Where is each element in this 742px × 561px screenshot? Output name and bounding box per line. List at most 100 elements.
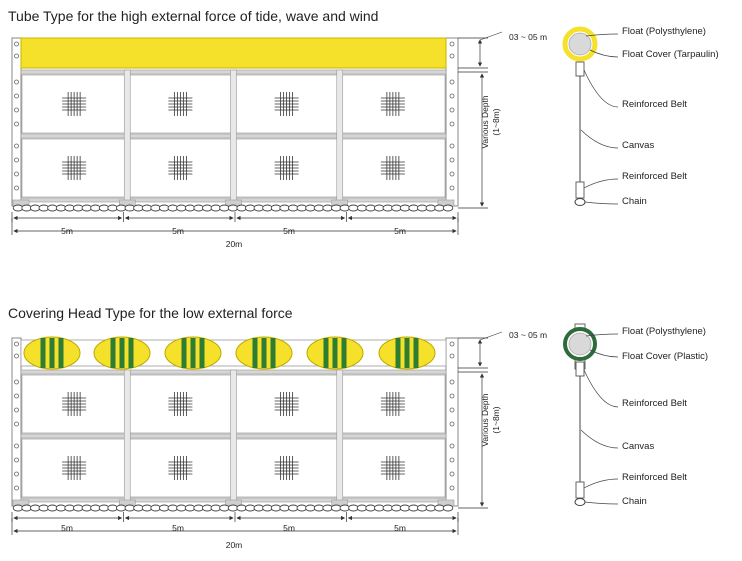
panel-connector — [123, 369, 131, 503]
eyelet — [14, 353, 19, 359]
cross-section-legend: Float (Polysthylene) Float Cover (Plasti… — [563, 323, 708, 507]
panel-connector — [230, 69, 237, 203]
eyelet — [14, 93, 19, 99]
float-stripe — [110, 338, 116, 368]
eyelet — [449, 93, 455, 99]
eyelet — [449, 185, 455, 191]
reinforced-belt-top — [575, 361, 585, 377]
legend-reinforced-belt-top: Reinforced Belt — [622, 398, 687, 409]
leader-line — [584, 501, 619, 505]
panel-connector — [336, 69, 344, 203]
float-stripe — [261, 338, 267, 368]
eyelet — [449, 457, 455, 463]
float-stripe — [119, 338, 125, 368]
chain-link — [442, 504, 454, 512]
eyelet — [449, 341, 455, 347]
leader-line — [583, 178, 619, 189]
legend-float-cover: Float Cover (Tarpaulin) — [622, 49, 719, 60]
eyelet — [449, 393, 455, 399]
depth-label: Various Depth — [480, 95, 490, 149]
depth-range-label: (1~8m) — [491, 108, 501, 135]
eyelet — [14, 443, 19, 449]
eyelet — [14, 407, 19, 413]
legend-reinforced-belt-top: Reinforced Belt — [622, 99, 687, 110]
eyelet — [449, 171, 455, 177]
total-length-label: 20m — [226, 540, 243, 550]
leader-line — [589, 349, 619, 358]
float-stripe — [128, 338, 134, 368]
leader-line — [585, 333, 619, 337]
reinforced-belt-bottom — [575, 181, 585, 199]
eyelet — [449, 79, 455, 85]
eyelet — [14, 421, 19, 427]
eyelet — [14, 185, 19, 191]
eyelet — [449, 143, 455, 149]
silt-curtain-panel — [11, 37, 459, 212]
legend-float: Float (Polysthylene) — [622, 26, 706, 37]
eyelet — [14, 341, 19, 347]
panel-connector — [336, 369, 344, 503]
leader-line — [580, 129, 619, 149]
covering-head-type-section: Covering Head Type for the low external … — [8, 305, 708, 550]
float-band — [20, 339, 447, 367]
eyelet — [449, 157, 455, 163]
top-dimension-label: 03 ~ 05 m — [509, 330, 547, 340]
span-label: 5m — [394, 523, 406, 533]
eyelet — [449, 485, 455, 491]
eyelet — [449, 121, 455, 127]
eyelet — [449, 53, 455, 59]
float-stripe — [252, 338, 258, 368]
leader-line — [584, 201, 619, 205]
eyelet — [449, 471, 455, 477]
eyelet — [449, 379, 455, 385]
eyelet — [14, 485, 19, 491]
reinforced-belt-bottom — [575, 481, 585, 499]
eyelet — [449, 407, 455, 413]
float-stripe — [181, 338, 187, 368]
eyelet — [14, 171, 19, 177]
top-dimension-label: 03 ~ 05 m — [509, 32, 547, 42]
eyelet — [14, 121, 19, 127]
silt-curtain-panel — [11, 336, 459, 512]
leader-line — [583, 478, 619, 489]
leader-line — [479, 31, 503, 41]
span-label: 5m — [172, 523, 184, 533]
section-title: Covering Head Type for the low external … — [8, 305, 293, 321]
cross-section-legend: Float (Polysthylene) Float Cover (Tarpau… — [562, 26, 719, 207]
eyelet — [14, 457, 19, 463]
float-stripe — [190, 338, 196, 368]
leader-line — [589, 49, 619, 58]
float-stripe — [58, 338, 64, 368]
float-stripe — [341, 338, 347, 368]
eyelet — [14, 379, 19, 385]
leader-line — [583, 69, 619, 108]
float-stripe — [270, 338, 276, 368]
tube-type-section: Tube Type for the high external force of… — [8, 8, 719, 249]
eyelet — [14, 41, 19, 47]
legend-reinforced-belt-bottom: Reinforced Belt — [622, 171, 687, 182]
leader-line — [580, 429, 619, 449]
legend-float: Float (Polysthylene) — [622, 326, 706, 337]
legend-canvas: Canvas — [622, 441, 654, 452]
eyelet — [449, 107, 455, 113]
eyelet — [14, 157, 19, 163]
total-length-label: 20m — [226, 239, 243, 249]
dimension-lines: 5m 5m 5m 5m 20m 03 ~ 05 m Various Depth … — [11, 330, 547, 550]
eyelet — [449, 421, 455, 427]
leader-line — [479, 331, 503, 341]
legend-chain: Chain — [622, 196, 647, 207]
eyelet — [14, 393, 19, 399]
eyelet — [449, 353, 455, 359]
float-stripe — [395, 338, 401, 368]
chain-cross-section — [574, 498, 586, 506]
float-core — [568, 332, 592, 356]
panel-connector — [123, 69, 131, 203]
eyelet — [14, 53, 19, 59]
legend-float-cover: Float Cover (Plastic) — [622, 351, 708, 362]
chain-link — [442, 204, 454, 212]
eyelet — [14, 471, 19, 477]
panel-connector — [230, 369, 237, 503]
eyelet — [14, 107, 19, 113]
leader-line — [585, 33, 619, 37]
